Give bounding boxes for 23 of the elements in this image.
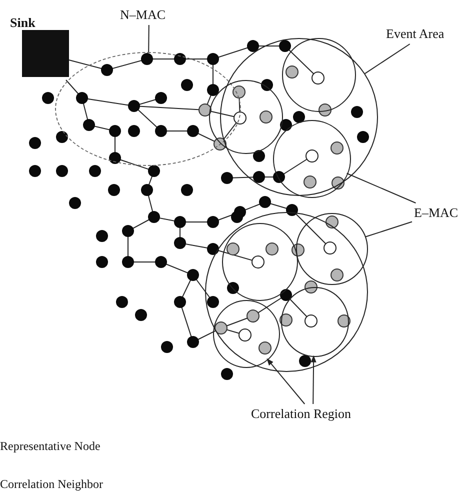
region-circle: [213, 300, 280, 368]
legend-text: Representative Node: [0, 439, 100, 453]
leader-line: [364, 44, 410, 74]
callout-label: Event Area: [386, 26, 444, 41]
region-circle: [281, 287, 349, 357]
arrow: [310, 355, 316, 404]
region-circle: [209, 80, 283, 154]
region-circle: [220, 38, 378, 196]
leader-line: [346, 172, 416, 204]
n-mac-region-ellipse: [55, 52, 241, 166]
arrow: [266, 358, 306, 404]
callout-label: E–MAC: [414, 205, 458, 220]
leader-line: [148, 24, 150, 52]
region-circle: [273, 120, 351, 198]
region-circle: [296, 213, 368, 285]
legend-text: Correlation Neighbor: [0, 477, 103, 491]
sink-label: Sink: [10, 15, 36, 30]
callout-label: N–MAC: [120, 7, 166, 22]
region-circle: [282, 38, 356, 112]
callout-label: Correlation Region: [251, 406, 352, 421]
region-circle: [222, 223, 298, 301]
leader-line: [364, 221, 412, 238]
region-circle: [205, 212, 368, 372]
